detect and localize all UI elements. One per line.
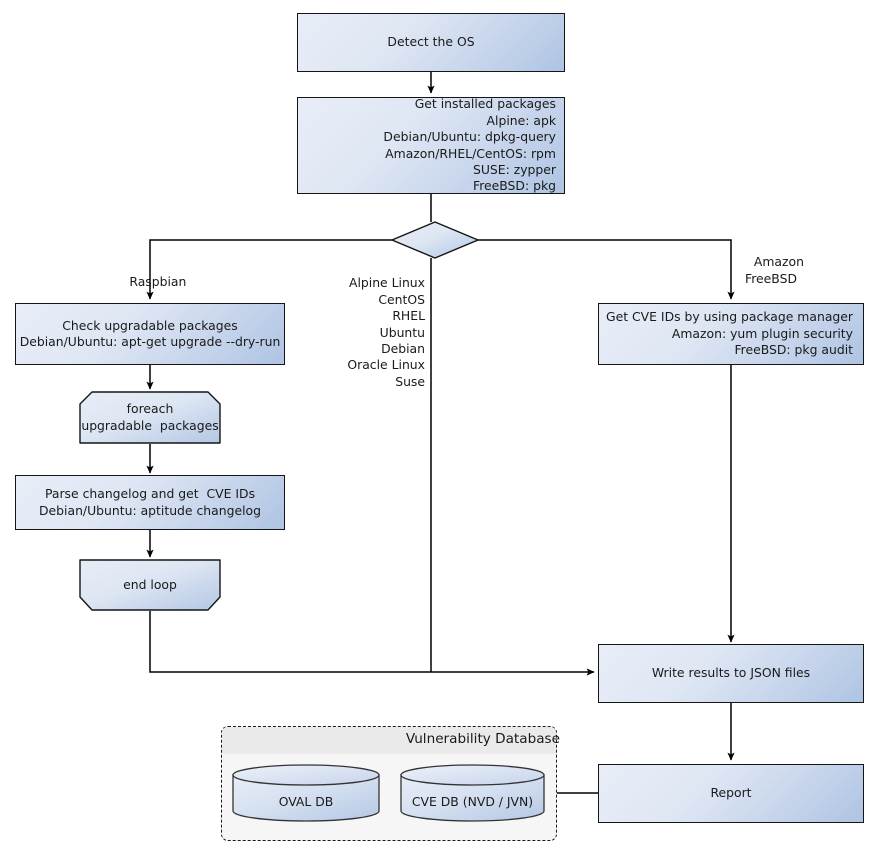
node-report-label: Report [710,785,752,801]
node-detect-os-label: Detect the OS [387,34,475,50]
branch-label-right-text: Amazon FreeBSD [745,254,804,286]
db-cylinder-cve-label: CVE DB (NVD / JVN) [411,793,534,809]
db-cylinder-oval[interactable]: OVAL DB [232,764,380,822]
branch-label-right: Amazon FreeBSD [691,238,851,304]
node-write-results[interactable]: Write results to JSON files [598,644,864,703]
node-get-cve-ids-label: Get CVE IDs by using package manager Ama… [606,309,853,358]
db-cylinder-cve[interactable]: CVE DB (NVD / JVN) [400,764,545,822]
branch-label-center-text: Alpine Linux CentOS RHEL Ubuntu Debian O… [347,275,425,389]
branch-label-center: Alpine Linux CentOS RHEL Ubuntu Debian O… [300,259,425,407]
node-report[interactable]: Report [598,764,864,823]
node-os-decision[interactable] [390,220,480,260]
vulnerability-database-title: Vulnerability Database [405,731,560,747]
branch-label-left-text: Raspbian [129,274,187,290]
node-check-upgradable[interactable]: Check upgradable packages Debian/Ubuntu:… [15,303,285,365]
node-detect-os[interactable]: Detect the OS [297,13,565,72]
node-parse-changelog-label: Parse changelog and get CVE IDs Debian/U… [39,486,261,518]
node-get-installed-packages-label: Get installed packages Alpine: apk Debia… [383,96,556,194]
node-write-results-label: Write results to JSON files [651,665,811,681]
node-foreach-loop-label: foreach upgradable packages [81,401,219,433]
node-get-installed-packages[interactable]: Get installed packages Alpine: apk Debia… [297,96,565,194]
db-cylinder-oval-label: OVAL DB [278,793,334,809]
node-foreach-loop[interactable]: foreach upgradable packages [79,391,221,444]
node-end-loop[interactable]: end loop [79,559,221,611]
node-check-upgradable-label: Check upgradable packages Debian/Ubuntu:… [19,317,281,349]
vulnerability-database-titlebar [222,727,556,754]
edge-endloop-to-write [149,611,595,676]
branch-label-left: Raspbian [65,258,235,307]
node-parse-changelog[interactable]: Parse changelog and get CVE IDs Debian/U… [15,475,285,530]
node-get-cve-ids[interactable]: Get CVE IDs by using package manager Ama… [598,303,864,365]
node-end-loop-label: end loop [123,576,177,592]
